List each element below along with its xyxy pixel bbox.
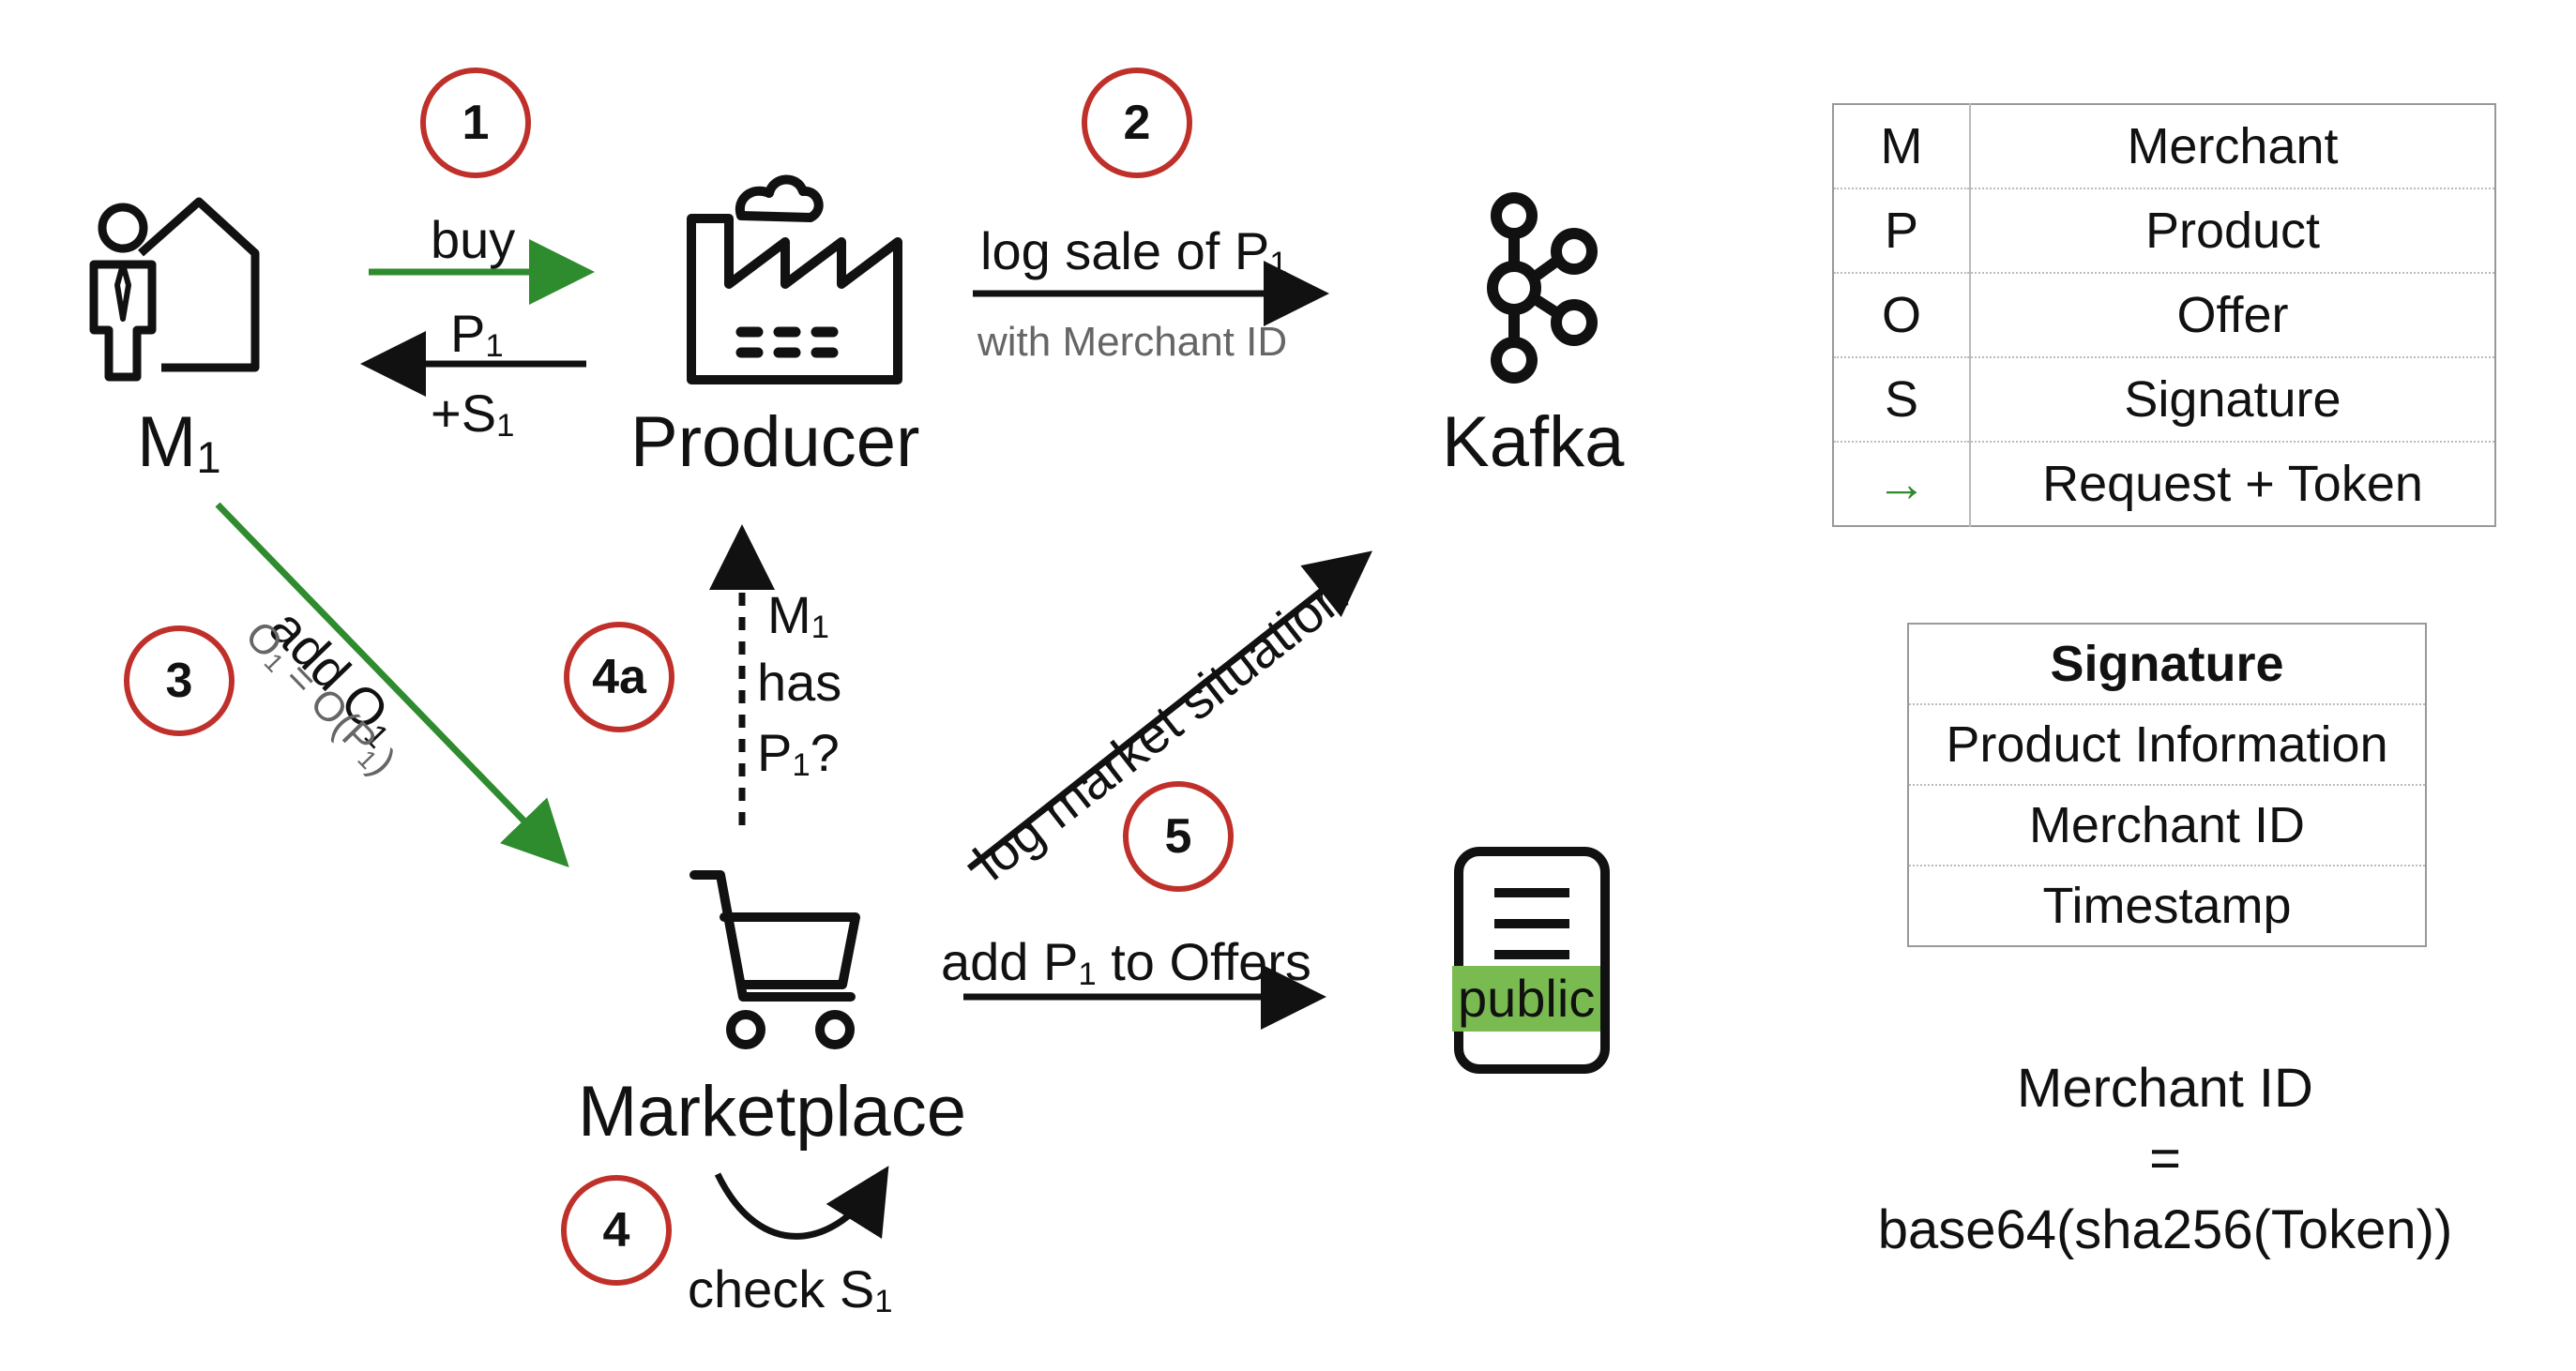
signature-table-row: Timestamp [1908, 865, 2426, 946]
producer-label: Producer [630, 402, 920, 482]
merchant-icon [89, 197, 260, 382]
document-icon [1454, 847, 1610, 1074]
legend-arrow-icon: → [1833, 441, 1971, 526]
legend-value: Signature [1970, 356, 2495, 442]
check-signature-label: check S1 [688, 1259, 893, 1320]
signature-table: Signature Product Information Merchant I… [1907, 623, 2427, 947]
step-5-badge: 5 [1123, 781, 1234, 892]
buy-label: buy [431, 210, 516, 269]
legend-value: Merchant [2127, 118, 2339, 174]
factory-icon [687, 174, 902, 384]
formula-line-1: Merchant ID [2017, 1058, 2313, 1119]
merchant-id-formula: Merchant ID = base64(sha256(Token)) [1790, 1053, 2540, 1265]
legend-value: Request + Token [1970, 441, 2495, 526]
legend-value: Offer [1970, 272, 2495, 357]
has-product-question-line2: has [757, 653, 842, 712]
legend-value: Product [1970, 188, 2495, 273]
signature-table-row: Merchant ID [1908, 784, 2426, 866]
legend-key: M [1833, 104, 1971, 188]
has-product-question-line1: M1 [767, 585, 829, 646]
step-4a-badge: 4a [564, 622, 674, 732]
step-4-badge: 4 [561, 1175, 672, 1286]
legend-key: P [1833, 188, 1971, 273]
log-market-arrow [966, 550, 1372, 871]
log-sale-label: log sale of P1 [980, 221, 1288, 282]
kafka-label: Kafka [1442, 402, 1625, 482]
product-return-label: P1 [450, 304, 504, 365]
signature-table-header: Signature [2050, 636, 2284, 692]
signature-return-label: +S1 [431, 384, 515, 444]
add-to-offers-label: add P1 to Offers [941, 932, 1311, 993]
signature-table-row: Product Information [1908, 703, 2426, 785]
marketplace-label: Marketplace [578, 1072, 966, 1152]
step-3-badge: 3 [124, 625, 235, 736]
legend-key: S [1833, 356, 1971, 442]
formula-line-3: base64(sha256(Token)) [1877, 1198, 2453, 1260]
legend-row: →Request + Token [1833, 441, 2495, 526]
add-offer-arrow [215, 502, 569, 868]
step-2-badge: 2 [1082, 68, 1192, 178]
check-signature-arrow [714, 1166, 889, 1240]
merchant-label: M1 [137, 402, 221, 483]
step-1-badge: 1 [420, 68, 531, 178]
legend-row: M Merchant [1833, 104, 2495, 188]
public-badge: public [1452, 966, 1601, 1032]
has-product-question-line3: P1? [757, 723, 840, 784]
legend-key: O [1833, 272, 1971, 357]
cart-icon [689, 870, 860, 1049]
with-merchant-id-label: with Merchant ID [977, 319, 1288, 365]
kafka-icon [1487, 192, 1598, 384]
formula-line-2: = [2149, 1128, 2181, 1190]
